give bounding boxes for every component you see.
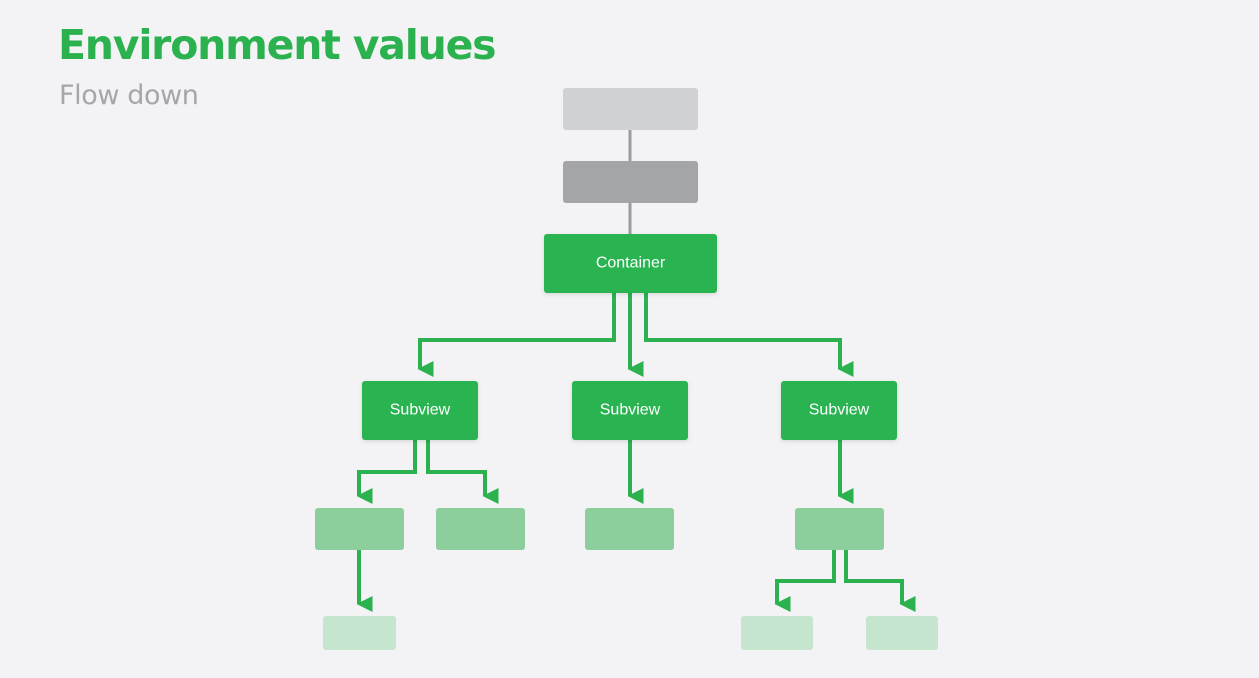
flow-arrow-right-child-to-grandchild-b [844, 550, 916, 612]
ancestor-node-middle [563, 161, 698, 203]
slide-title: Environment values [58, 21, 497, 69]
flow-arrow-container-to-subview-right [644, 293, 854, 377]
grandchild-node-right-b [866, 616, 938, 650]
slide-subtitle: Flow down [59, 80, 199, 111]
flow-arrow-container-to-subview-left [417, 293, 616, 377]
flow-arrow-subview-left-to-child-a [356, 440, 417, 504]
container-label: Container [596, 255, 666, 272]
grandchild-node-left [323, 616, 396, 650]
grandchild-node-right-a [741, 616, 813, 650]
subview-label: Subview [390, 402, 451, 419]
ancestor-node-top [563, 88, 698, 130]
flow-arrow-subview-left-to-child-b [426, 440, 499, 504]
subview-label: Subview [600, 402, 661, 419]
subview-node-center: Subview [572, 381, 688, 440]
container-node: Container [544, 234, 717, 293]
subview-node-right: Subview [781, 381, 897, 440]
child-node-right [795, 508, 884, 550]
child-node-center [585, 508, 674, 550]
child-node-left-b [436, 508, 525, 550]
subview-node-left: Subview [362, 381, 478, 440]
flow-arrow-right-child-to-grandchild-a [774, 550, 836, 612]
subview-label: Subview [809, 402, 870, 419]
child-node-left-a [315, 508, 404, 550]
